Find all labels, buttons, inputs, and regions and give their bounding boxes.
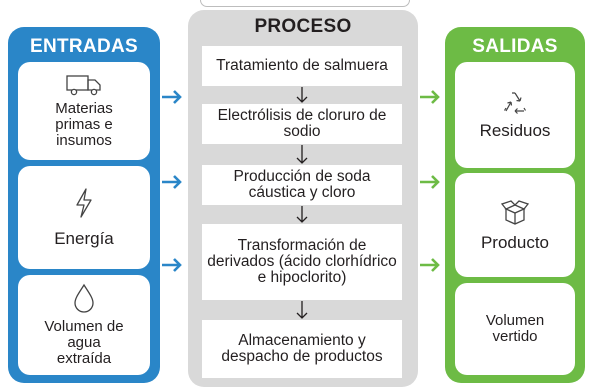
input-arrow-icon (162, 90, 182, 104)
input-arrow-icon (162, 258, 182, 272)
input-box-materials: Materias primas e insumos (18, 62, 150, 160)
process-step-2: Electrólisis de cloruro de sodio (202, 104, 402, 144)
input-label-energy: Energía (54, 229, 114, 248)
output-box-discharge: Volumen vertido (455, 283, 575, 375)
outputs-title: SALIDAS (472, 36, 558, 57)
process-title: PROCESO (254, 16, 352, 37)
input-label-water: Volumen de agua extraída (44, 318, 124, 367)
output-label-discharge: Volumen vertido (485, 312, 545, 345)
truck-icon (66, 73, 102, 97)
lightning-icon (73, 187, 95, 219)
output-box-waste: Residuos (455, 62, 575, 168)
process-step-5: Almacenamiento y despacho de productos (202, 320, 402, 378)
recycle-icon (502, 91, 528, 115)
down-arrow-icon (296, 87, 308, 103)
input-arrow-icon (162, 175, 182, 189)
output-label-waste: Residuos (479, 120, 551, 140)
output-arrow-icon (420, 258, 440, 272)
down-arrow-icon (296, 301, 308, 319)
process-step-3: Producción de soda cáustica y cloro (202, 165, 402, 205)
input-label-materials: Materias primas e insumos (55, 100, 113, 149)
output-label-product: Producto (480, 232, 550, 252)
down-arrow-icon (296, 145, 308, 164)
output-box-product: Producto (455, 173, 575, 277)
output-arrow-icon (420, 90, 440, 104)
input-box-energy: Energía (18, 166, 150, 269)
output-arrow-icon (420, 175, 440, 189)
input-box-water: Volumen de agua extraída (18, 275, 150, 375)
top-frame-edge (200, 0, 410, 7)
box-icon (500, 199, 530, 227)
down-arrow-icon (296, 206, 308, 223)
inputs-title: ENTRADAS (20, 34, 148, 60)
process-step-4: Transformación de derivados (ácido clorh… (202, 224, 402, 300)
water-drop-icon (72, 283, 96, 313)
process-step-1: Tratamiento de salmuera (202, 46, 402, 86)
